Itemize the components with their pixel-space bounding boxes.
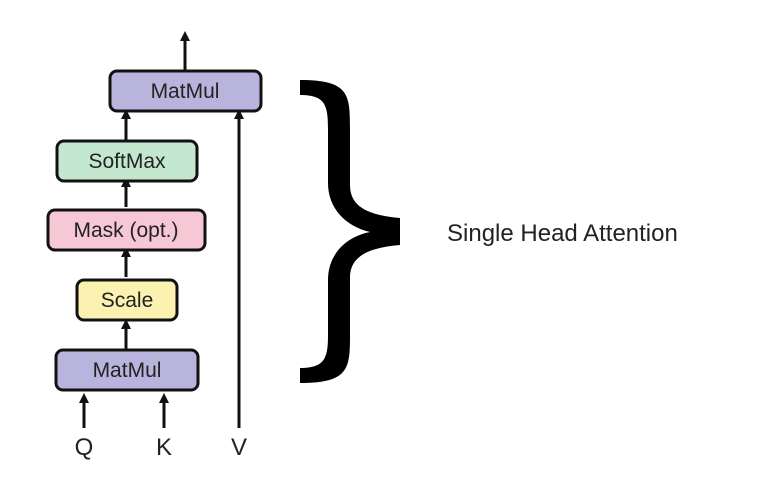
- node-softmax: SoftMax: [55, 139, 199, 183]
- input-v-label: V: [231, 434, 247, 461]
- matmul-bottom-label: MatMul: [93, 359, 162, 382]
- node-matmul-bottom: MatMul: [54, 348, 200, 392]
- diagram-caption: Single Head Attention: [447, 220, 678, 247]
- input-q-label: Q: [75, 434, 94, 461]
- mask-box: [46, 208, 207, 252]
- input-k-label: K: [156, 434, 172, 461]
- node-scale: Scale: [75, 278, 179, 322]
- curly-brace: [300, 80, 400, 383]
- node-matmul-top: MatMul: [108, 69, 263, 113]
- scale-box: [75, 278, 179, 322]
- mask-label: Mask (opt.): [73, 219, 178, 242]
- softmax-box: [55, 139, 199, 183]
- matmul-bottom-box: [54, 348, 200, 392]
- arrows: [79, 31, 244, 428]
- matmul-top-label: MatMul: [151, 80, 220, 103]
- matmul-top-box: [108, 69, 263, 113]
- softmax-label: SoftMax: [88, 150, 166, 173]
- scale-label: Scale: [101, 289, 154, 312]
- node-mask: Mask (opt.): [46, 208, 207, 252]
